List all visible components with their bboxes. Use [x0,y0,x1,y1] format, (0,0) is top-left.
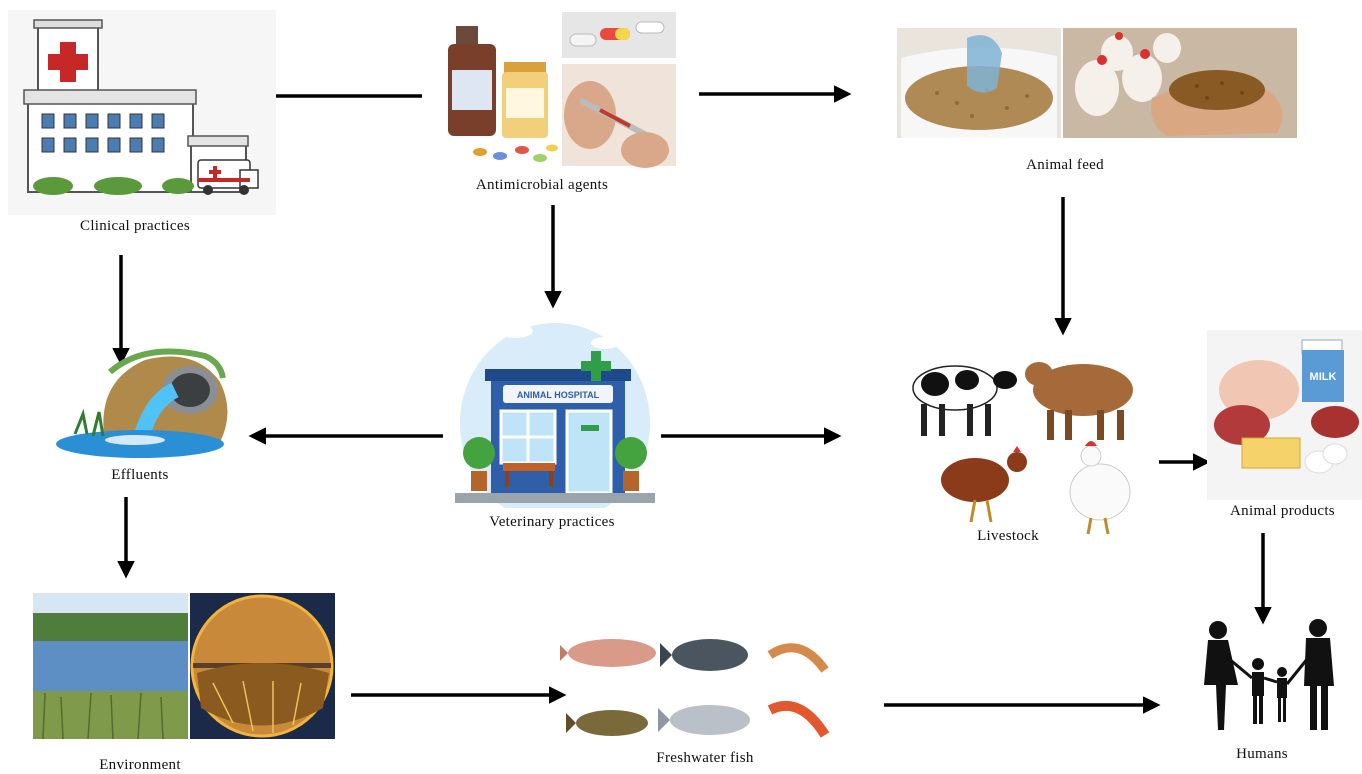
fish-icon-1 [558,639,656,667]
label-animal-products: Animal products [1230,503,1335,519]
effluents-illustration [56,348,228,458]
fish-icon-4 [658,705,750,735]
rooster-icon [1069,441,1131,535]
fish-illustration [558,639,830,738]
environment-illustration [33,593,335,740]
label-animal-feed: Animal feed [1026,157,1104,173]
cow-icon [912,365,1017,436]
fish-icon-3 [566,710,648,736]
node-environment [33,593,335,740]
animal-products-illustration: MILK [1207,330,1362,500]
node-veterinary-practices: ANIMAL HOSPITAL [455,313,655,523]
label-veterinary-practices: Veterinary practices [489,514,615,530]
node-effluents [55,342,235,462]
node-animal-feed [897,28,1297,138]
node-humans [1190,618,1340,733]
vet-sign-text: ANIMAL HOSPITAL [517,390,600,400]
hen-icon [941,446,1027,523]
shrimp-icon-2 [767,701,830,738]
label-humans: Humans [1236,746,1288,762]
node-freshwater-fish [558,615,850,745]
shrimp-icon-1 [767,643,829,673]
bull-icon [1025,362,1133,440]
node-clinical-practices [8,10,276,215]
label-antimicrobial-agents: Antimicrobial agents [475,177,609,193]
node-antimicrobial-agents [440,10,680,170]
medicine-illustration [448,12,676,168]
livestock-illustration [912,362,1133,535]
family-silhouette-icon [1204,619,1334,730]
animal-hospital-illustration: ANIMAL HOSPITAL [455,323,655,523]
feed-illustration [897,28,1297,138]
label-freshwater-fish: Freshwater fish [656,750,754,766]
label-effluents: Effluents [111,467,169,483]
node-livestock [905,350,1150,540]
fish-icon-2 [660,639,748,671]
label-clinical-practices: Clinical practices [80,218,190,234]
hospital-illustration [8,10,276,215]
node-animal-products: MILK [1207,330,1362,500]
label-livestock: Livestock [977,528,1039,544]
label-environment: Environment [99,757,181,773]
milk-carton-text: MILK [1310,371,1337,383]
